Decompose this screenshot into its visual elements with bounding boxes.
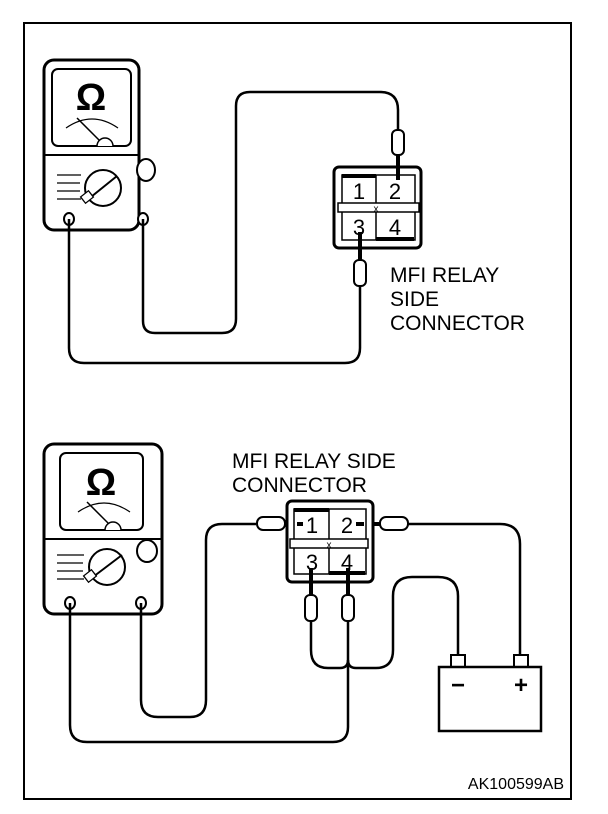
zero-adjust-knob [136,158,156,182]
battery-negative-sign: − [451,672,465,699]
battery-icon: − + [437,654,543,733]
bottom-ohmmeter: Ω [42,442,164,616]
meter-needle [86,501,112,527]
meter-scale [77,502,131,513]
battery-positive-terminal [513,654,529,668]
meter-needle [76,117,102,143]
jumper-pin3-to-battery-negative [309,575,460,670]
pin-1-label: 1 [353,179,365,204]
pin-2-label: 2 [341,513,353,538]
test-lead-ohm [141,90,400,335]
pin-3-label: 3 [353,215,365,240]
probe-pin-4 [341,594,355,622]
svg-text:x: x [327,540,332,551]
battery-body [437,665,543,733]
test-lead-com [68,603,350,744]
top-relay-connector: x 1 2 3 4 [332,165,423,250]
ohm-symbol: Ω [86,462,116,504]
jumper-pin2-to-battery-positive [405,522,522,657]
test-lead-ohm [139,522,256,719]
bottom-connector-label-line1: MFI RELAY SIDE [232,450,396,473]
range-selector-dial [57,169,122,207]
top-connector-label-line2: SIDE [390,288,439,311]
pin-1-label: 1 [306,513,318,538]
probe-pin-2 [379,516,409,531]
ohm-symbol: Ω [76,77,106,119]
bottom-relay-connector: x 1 2 3 4 [285,499,375,584]
pin-2-label: 2 [389,179,401,204]
figure-id: AK100599AB [468,776,564,793]
probe-pin-1 [256,516,286,531]
meter-scale [65,118,119,129]
top-ohmmeter: Ω [42,58,156,232]
battery-positive-sign: + [514,672,528,699]
top-connector-label-line1: MFI RELAY [390,264,499,287]
battery-negative-terminal [450,654,466,668]
pin-4-label: 4 [389,215,401,240]
svg-text:x: x [374,204,379,215]
probe-pin-2 [391,129,405,156]
bottom-connector-label-line2: CONNECTOR [232,474,367,497]
top-connector-label-line3: CONNECTOR [390,312,525,335]
range-selector-dial [57,548,126,586]
pin-3-label: 3 [306,550,318,575]
probe-pin-3 [304,594,318,622]
pin-4-label: 4 [341,550,353,575]
zero-adjust-knob [136,539,158,563]
probe-pin-3 [353,259,367,287]
test-lead-com [67,219,362,365]
figure-frame [23,22,572,800]
